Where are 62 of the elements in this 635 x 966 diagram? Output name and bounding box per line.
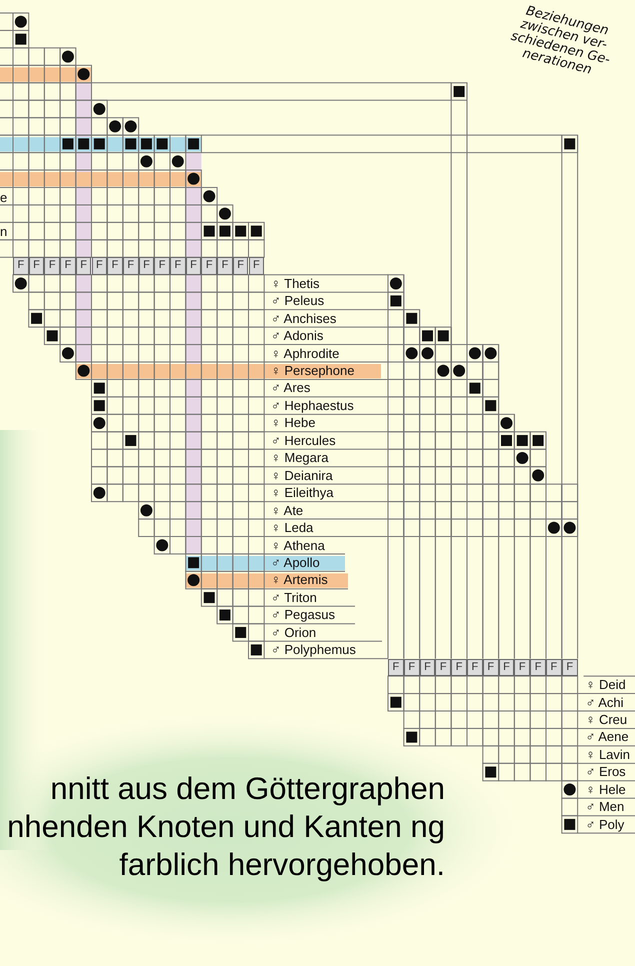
name-label: ♀ Hele (586, 780, 626, 798)
header-cell: F (562, 658, 578, 676)
name-label: ♂ Pegasus (271, 606, 335, 624)
header-cell: F (76, 257, 92, 275)
header-cell: F (546, 658, 562, 676)
name-label: ♀ Eileithya (271, 484, 334, 502)
name-label: n (0, 223, 8, 241)
header-cell: F (44, 257, 60, 275)
name-label: ♀ Megara (271, 449, 328, 467)
name-label: ♀ Hebe (271, 414, 316, 432)
name-label: ♂ Men (586, 798, 624, 816)
name-label: ♂ Hercules (271, 432, 336, 450)
header-cell: F (498, 658, 514, 676)
name-label: ♀ Deid (586, 676, 626, 694)
header-cell: F (154, 257, 170, 275)
name-label: ♂ Triton (271, 588, 317, 606)
header-cell: F (451, 658, 467, 676)
name-label: ♀ Ate (271, 502, 304, 520)
name-label: ♂ Adonis (271, 327, 324, 345)
name-label: ♂ Hephaestus (271, 396, 354, 414)
header-cell: F (482, 658, 499, 676)
name-label: ♀ Persephone (271, 362, 354, 380)
header-cell: F (122, 257, 139, 275)
header-cell: F (201, 257, 218, 275)
name-label: ♂ Eros (586, 763, 626, 781)
header-cell: F (28, 257, 44, 275)
name-label: ♀ Lavin (586, 746, 630, 764)
header-cell: F (388, 658, 404, 676)
name-label: ♀ Deianira (271, 466, 333, 484)
header-cell: F (13, 257, 29, 275)
header-cell: F (467, 658, 483, 676)
header-cell: F (217, 257, 233, 275)
name-label: ♂ Peleus (271, 292, 324, 310)
header-cell: F (170, 257, 186, 275)
header-cell: F (107, 257, 123, 275)
header-cell: F (186, 257, 202, 275)
header-cell: F (138, 257, 154, 275)
name-label: e (0, 188, 8, 206)
name-label: ♂ Poly (586, 816, 624, 834)
name-label: ♂ Polyphemus (271, 641, 356, 659)
header-cell: F (514, 658, 530, 676)
name-label: ♂ Aene (586, 728, 629, 746)
name-label: ♀ Creu (586, 711, 628, 728)
name-label: ♂ Orion (271, 624, 316, 642)
name-label: ♀ Leda (271, 519, 314, 536)
name-label: ♂ Apollo (271, 554, 320, 572)
name-label: ♂ Anchises (271, 310, 336, 328)
name-label: ♀ Artemis (271, 571, 328, 589)
caption: nnitt aus dem Göttergraphen nhenden Knoten und Kanten ng farblich hervorgehoben. (6, 770, 445, 884)
name-label: ♀ Aphrodite (271, 344, 340, 362)
name-label: ♂ Ares (271, 379, 310, 397)
header-cell: F (248, 257, 264, 275)
header-cell: F (60, 257, 76, 275)
header-cell: F (530, 658, 546, 676)
name-label: ♀ Athena (271, 536, 325, 554)
header-cell: F (232, 257, 248, 275)
header-cell: F (404, 658, 420, 676)
name-label: ♀ Thetis (271, 274, 320, 292)
header-cell: F (420, 658, 436, 676)
header-cell: F (435, 658, 452, 676)
header-cell: F (92, 257, 108, 275)
name-label: ♂ Achi (586, 694, 624, 711)
